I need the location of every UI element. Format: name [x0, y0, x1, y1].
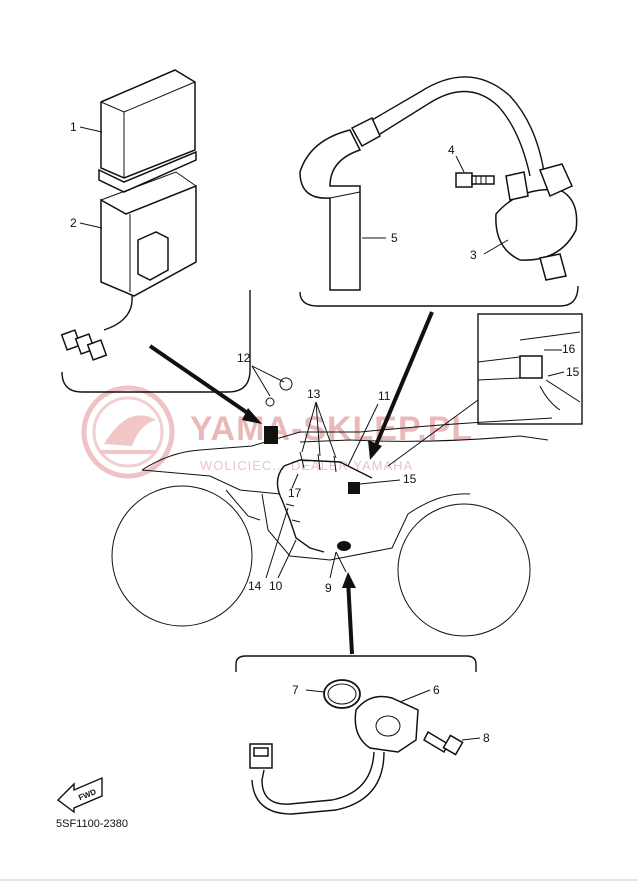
callout-11: 11	[378, 389, 391, 403]
callout-4: 4	[448, 143, 455, 157]
watermark-main-text: YAMA-SKLEP.PL	[190, 410, 473, 448]
watermark-sub-text: WOLICIEC… DEALER YAMAHA	[200, 458, 413, 473]
callout-2: 2	[70, 216, 77, 230]
callout-8: 8	[483, 731, 490, 745]
inset-connector	[519, 355, 543, 379]
sensor-group: 7 6 8	[235, 655, 490, 815]
sensor-lead	[261, 751, 375, 805]
sensor-panel-bracket	[235, 655, 477, 672]
callout-15-inset: 15	[566, 365, 580, 379]
high-tension-lead	[371, 76, 545, 173]
motorcycle-outline	[111, 417, 553, 637]
callout-16: 16	[562, 342, 576, 356]
sensor-location-arrow	[346, 579, 354, 655]
callout-10: 10	[269, 579, 283, 593]
callout-17: 17	[288, 486, 302, 500]
callout-1: 1	[70, 120, 77, 134]
detail-inset: 16 15	[387, 313, 583, 467]
bike-callouts: 12 13 11 15 17 14 10 9	[237, 351, 417, 595]
cdi-location-block	[264, 426, 278, 444]
ignition-coil-terminal	[539, 163, 573, 198]
callout-6: 6	[433, 683, 440, 697]
sensor-bolt	[423, 730, 464, 756]
callout-9: 9	[325, 581, 332, 595]
sensor-location	[337, 541, 351, 551]
sensor-body	[354, 695, 419, 753]
fwd-arrow-icon: FWD	[56, 776, 103, 814]
callout-14: 14	[248, 579, 262, 593]
coil-panel-bracket	[299, 285, 579, 307]
callout-5: 5	[391, 231, 398, 245]
callout-12: 12	[237, 351, 251, 365]
cdi-unit-group: 1 2	[60, 69, 251, 393]
callout-13: 13	[307, 387, 321, 401]
callout-7: 7	[292, 683, 299, 697]
coil-bolt	[455, 172, 495, 188]
ignition-coil-group: 4 3 5	[299, 76, 579, 307]
coil-location-arrow	[372, 311, 434, 451]
spark-plug-cap	[299, 129, 362, 291]
cdi-holder-window	[137, 231, 169, 281]
callout-15: 15	[403, 472, 417, 486]
ignition-coil-lower-tab	[539, 253, 567, 281]
callout-3: 3	[470, 248, 477, 262]
cdi-coupler	[60, 329, 108, 361]
o-ring	[323, 679, 361, 709]
wire-harness	[264, 377, 373, 553]
watermark-logo	[81, 385, 175, 479]
front-wheel	[397, 503, 531, 637]
cdi-harness-wire	[103, 295, 133, 331]
ignition-coil-mount	[505, 171, 529, 201]
rear-wheel	[111, 485, 253, 627]
ignition-coil-body	[495, 188, 578, 261]
coupler-block	[348, 482, 360, 494]
spark-plug-cap-neck	[350, 116, 381, 148]
cdi-unit-band	[98, 150, 197, 193]
watermark: YAMA-SKLEP.PL WOLICIEC… DEALER YAMAHA	[81, 385, 473, 479]
diagram-code: 5SF1100-2380	[56, 818, 128, 830]
cdi-location-arrow	[148, 344, 254, 418]
cdi-panel-bracket	[61, 290, 251, 393]
